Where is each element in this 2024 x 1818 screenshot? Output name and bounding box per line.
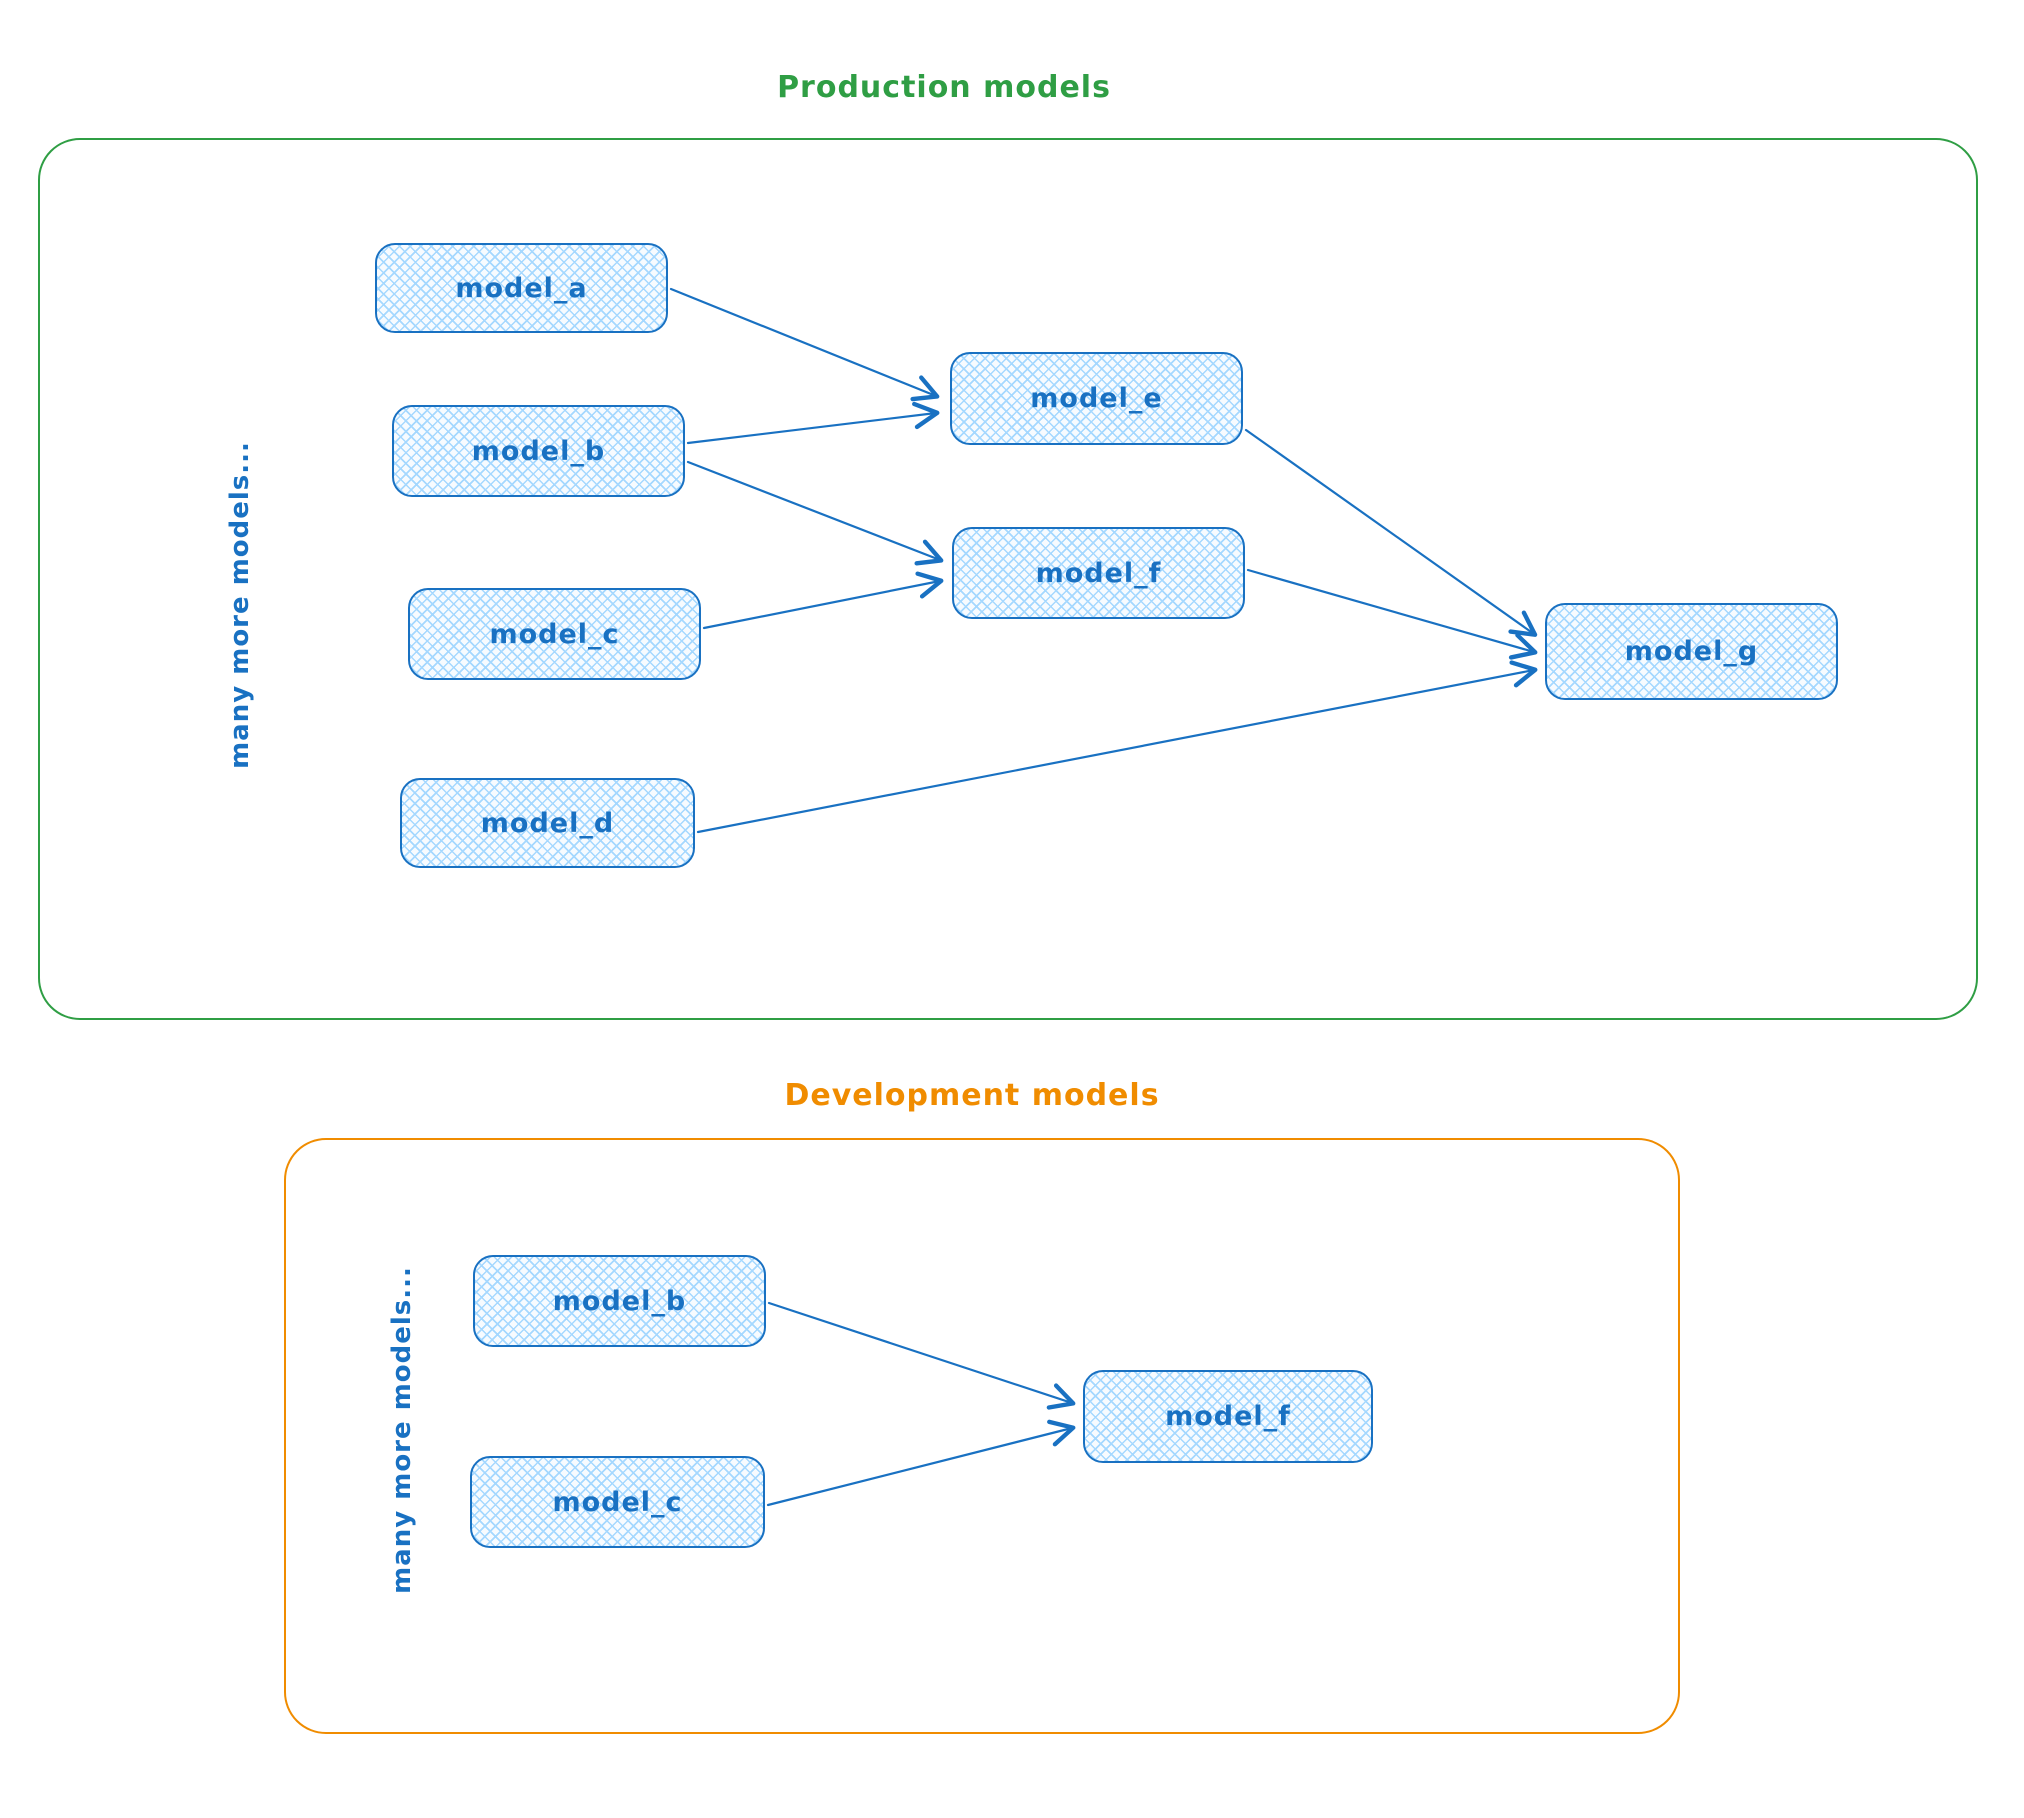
node-label-model-a: model_a	[455, 272, 588, 304]
production-side-label: many more models...	[225, 441, 255, 769]
node-label-model-e: model_e	[1030, 383, 1163, 414]
node-label-dev-model-b: model_b	[552, 1285, 687, 1317]
node-production-model-b: model_b	[392, 405, 685, 497]
node-development-model-f: model_f	[1083, 1370, 1373, 1463]
node-production-model-c: model_c	[408, 588, 701, 680]
development-side-label: many more models...	[387, 1266, 417, 1594]
node-production-model-g: model_g	[1545, 603, 1838, 700]
node-production-model-e: model_e	[950, 352, 1243, 445]
development-section-title: Development models	[784, 1078, 1160, 1113]
node-label-model-c: model_c	[489, 618, 620, 650]
production-section-title: Production models	[777, 70, 1111, 105]
node-label-dev-model-c: model_c	[552, 1486, 683, 1518]
node-production-model-d: model_d	[400, 778, 695, 868]
node-label-model-f: model_f	[1035, 557, 1162, 589]
production-section-frame	[38, 138, 1978, 1020]
node-development-model-c: model_c	[470, 1456, 765, 1548]
development-section-frame	[284, 1138, 1680, 1734]
node-label-model-g: model_g	[1624, 636, 1759, 667]
node-label-model-d: model_d	[480, 807, 615, 839]
node-production-model-a: model_a	[375, 243, 668, 333]
node-label-dev-model-f: model_f	[1165, 1401, 1291, 1432]
node-development-model-b: model_b	[473, 1255, 766, 1347]
node-label-model-b: model_b	[471, 435, 606, 467]
node-production-model-f: model_f	[952, 527, 1245, 619]
